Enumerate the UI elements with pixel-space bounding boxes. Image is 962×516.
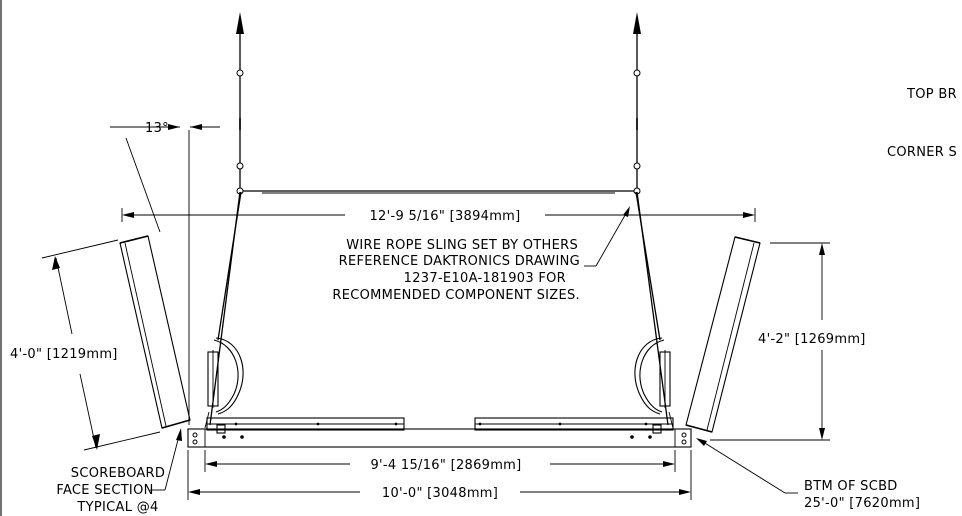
right-hoist-line <box>633 12 641 190</box>
right-shackle-icon <box>633 69 641 77</box>
angle-label: 13° <box>145 121 169 136</box>
left-lift-arrow <box>236 12 244 34</box>
left-turnbuckle-icon <box>207 351 219 407</box>
angle-dimension <box>110 124 220 425</box>
left-sling-legs <box>204 191 244 429</box>
left-scoreboard-face <box>119 235 191 429</box>
sling-note: WIRE ROPE SLING SET BY OTHERS REFERENCE … <box>332 206 630 303</box>
top-bracket-callout: TOP BR <box>906 87 957 102</box>
overall-width-dimension <box>187 450 692 500</box>
left-face-height-label: 4'-0" [1219mm] <box>10 347 118 362</box>
face-note-line-1: SCOREBOARD <box>71 466 165 481</box>
left-face-height-dimension <box>41 239 161 451</box>
spreader-sling <box>236 187 641 195</box>
sling-note-line-4: RECOMMENDED COMPONENT SIZES. <box>332 288 580 303</box>
frame-truss <box>187 417 692 448</box>
sling-note-line-3: 1237-E10A-181903 FOR <box>404 271 566 286</box>
top-width-label: 12'-9 5/16" [3894mm] <box>369 209 520 224</box>
left-shackle-icon <box>236 69 244 77</box>
sling-note-line-1: WIRE ROPE SLING SET BY OTHERS <box>346 238 578 253</box>
bottom-beam <box>187 428 692 448</box>
scoreboard-face-note: SCOREBOARD FACE SECTION TYPICAL @4 <box>56 428 182 515</box>
right-turnbuckle-icon <box>659 351 671 407</box>
left-hoist-line <box>236 12 244 190</box>
right-face-height-label: 4'-2" [1269mm] <box>758 332 866 347</box>
sling-note-line-2: REFERENCE DAKTRONICS DRAWING <box>339 254 580 269</box>
right-scoreboard-face <box>685 236 761 433</box>
right-lift-arrow <box>633 12 641 34</box>
inner-width-label: 9'-4 15/16" [2869mm] <box>370 458 521 473</box>
face-note-line-2: FACE SECTION <box>56 483 153 498</box>
face-note-line-3: TYPICAL @4 <box>76 500 158 515</box>
bottom-note-line-1: BTM OF SCBD <box>804 479 898 494</box>
bottom-note-line-2: 25'-0" [7620mm] <box>804 496 920 511</box>
right-face-height-dimension <box>710 242 830 441</box>
right-sling-legs <box>634 191 674 429</box>
corner-callout: CORNER S <box>887 145 957 160</box>
bottom-elevation-note: BTM OF SCBD 25'-0" [7620mm] <box>696 438 920 511</box>
overall-width-label: 10'-0" [3048mm] <box>382 486 498 501</box>
inner-width-dimension <box>204 450 676 472</box>
top-width-dimension <box>121 208 756 222</box>
